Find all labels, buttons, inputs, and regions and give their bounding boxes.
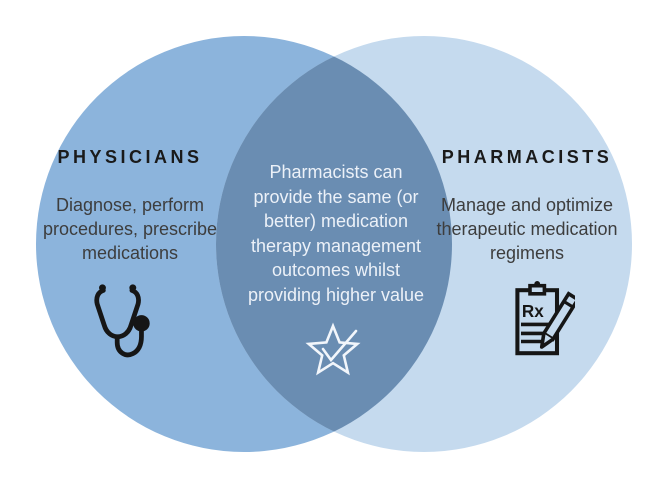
pharmacists-description: Manage and optimize therapeutic medicati…	[436, 195, 618, 263]
physicians-title: PHYSICIANS	[57, 147, 203, 167]
physicians-description: Diagnose, perform procedures, prescribe …	[42, 195, 218, 263]
pencil-glyph	[539, 291, 575, 349]
stethoscope-icon	[94, 284, 150, 358]
pharmacists-title: PHARMACISTS	[441, 147, 613, 167]
prescription-clipboard-icon: Rx	[515, 281, 575, 356]
overlap-description: Pharmacists can provide the same (or bet…	[247, 162, 425, 305]
star-check-icon	[305, 322, 361, 376]
overlap-lens	[216, 36, 452, 452]
rx-label: Rx	[522, 302, 544, 321]
